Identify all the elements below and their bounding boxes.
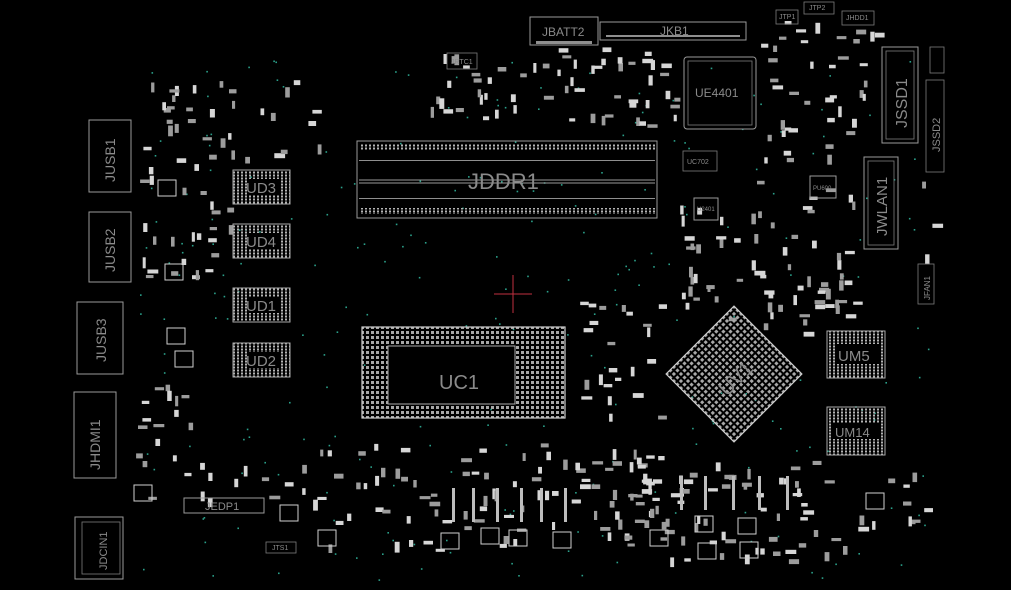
connector-jhdd1[interactable]: JHDD1: [841, 10, 875, 26]
u2401-label: U2401: [697, 207, 715, 213]
ud3-label: UD3: [246, 180, 276, 197]
connector-jddr1[interactable]: JDDR1: [356, 140, 658, 219]
um5-label: UM5: [838, 348, 870, 365]
jusb2-label: JUSB2: [102, 228, 118, 272]
ud1-label: UD1: [246, 298, 276, 315]
jedp1-label: JEDP1: [205, 501, 239, 513]
jhdd1-label: JHDD1: [846, 15, 869, 22]
jwlan1-label: JWLAN1: [874, 177, 891, 236]
jtp1-label: JTP1: [779, 14, 795, 21]
jusb1-label: JUSB1: [102, 138, 118, 182]
chip-u2401[interactable]: U2401: [693, 197, 719, 221]
connector-jusb2[interactable]: JUSB2: [88, 211, 132, 283]
jrtc1-label: JRTC1: [451, 59, 473, 66]
pu600-label: PU600: [813, 186, 832, 192]
chip-ud1[interactable]: UD1: [232, 287, 291, 323]
ud2-label: UD2: [246, 353, 276, 370]
connector-jdcin1[interactable]: JDCIN1: [74, 516, 124, 580]
jssd2-label: JSSD2: [931, 118, 943, 152]
small-parts-field: [133, 21, 944, 568]
connector-jpp2[interactable]: [929, 46, 945, 74]
chip-ud3[interactable]: UD3: [232, 169, 291, 205]
uc702-label: UC702: [687, 159, 709, 166]
connector-jssd2[interactable]: JSSD2: [925, 79, 945, 173]
jddr1-label: JDDR1: [468, 169, 539, 194]
connector-jrtc1[interactable]: JRTC1: [446, 52, 478, 70]
chip-uc1[interactable]: UC1: [361, 326, 566, 419]
connector-jwlan1[interactable]: JWLAN1: [863, 156, 899, 250]
connector-jedp1[interactable]: JEDP1: [183, 497, 265, 514]
chip-pu600[interactable]: PU600: [809, 175, 837, 199]
jbatt2-label: JBATT2: [542, 25, 585, 39]
jusb3-label: JUSB3: [93, 318, 109, 362]
jtp2-label: JTP2: [809, 5, 825, 12]
connector-jfan1[interactable]: JFAN1: [917, 263, 935, 305]
connector-jbatt2[interactable]: JBATT2: [529, 16, 599, 46]
ud4-label: UD4: [246, 234, 276, 251]
chip-uc702[interactable]: UC702: [682, 150, 718, 172]
chip-um5[interactable]: UM5: [826, 330, 886, 379]
connector-jusb1[interactable]: JUSB1: [88, 119, 132, 193]
chip-ud4[interactable]: UD4: [232, 223, 291, 259]
connector-jkb1[interactable]: JKB1: [599, 21, 747, 41]
jkb1-label: JKB1: [660, 24, 689, 38]
um14-label: UM14: [835, 425, 870, 440]
crosshair-cursor-icon: [494, 275, 532, 313]
chip-ud2[interactable]: UD2: [232, 342, 291, 378]
jfan1-label: JFAN1: [923, 275, 932, 300]
uc1-label: UC1: [439, 372, 479, 394]
chip-um14[interactable]: UM14: [826, 406, 886, 456]
ue4401-label: UE4401: [695, 86, 739, 100]
jhdmi1-label: JHDMI1: [87, 419, 103, 470]
chip-ue4401[interactable]: UE4401: [683, 56, 757, 130]
connector-jtp2[interactable]: JTP2: [803, 1, 835, 15]
connector-jts1[interactable]: JTS1: [265, 541, 297, 554]
connector-jtp1[interactable]: JTP1: [775, 9, 799, 25]
connector-jssd1[interactable]: JSSD1: [881, 46, 919, 144]
jssd1-label: JSSD1: [894, 78, 911, 128]
connector-jhdmi1[interactable]: JHDMI1: [73, 391, 117, 479]
connector-jusb3[interactable]: JUSB3: [76, 301, 124, 375]
jts1-label: JTS1: [272, 545, 288, 552]
chip-uv1[interactable]: UV1: [665, 305, 803, 443]
jdcin1-label: JDCIN1: [98, 531, 110, 570]
